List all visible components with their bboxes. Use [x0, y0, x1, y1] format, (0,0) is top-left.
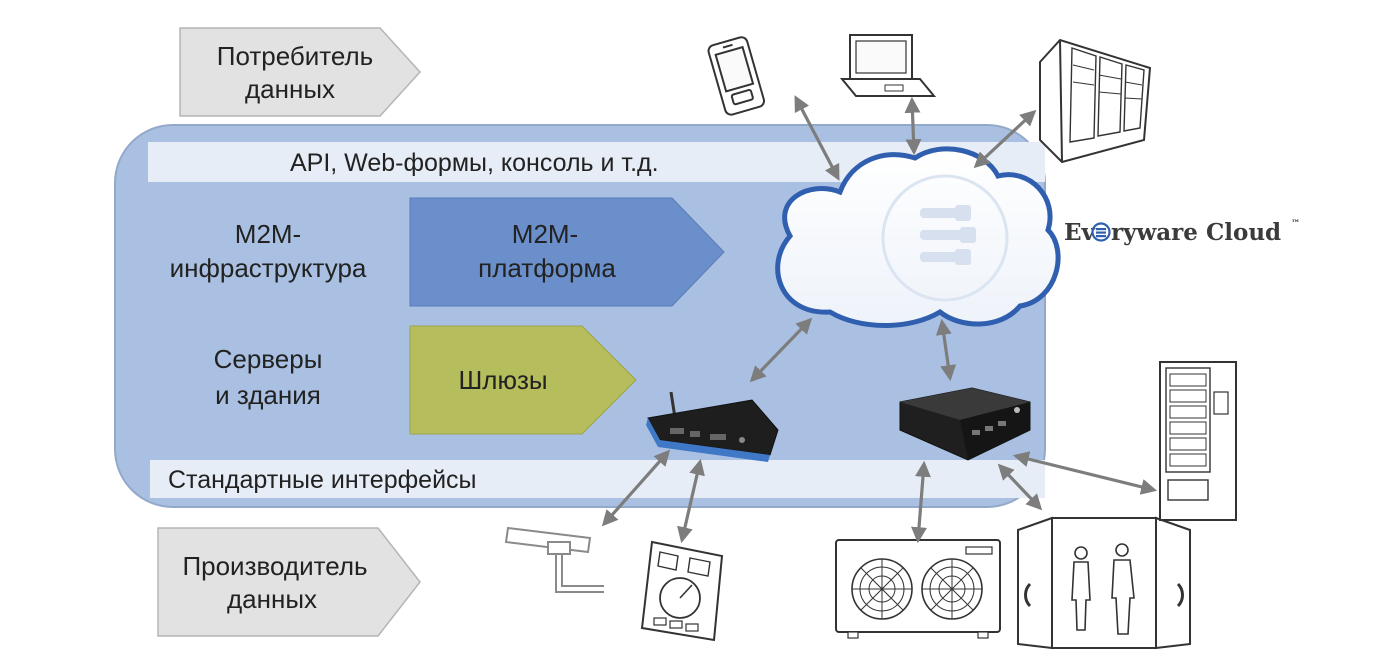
connector-phone-cloud	[794, 95, 840, 181]
industrial-computer-icon	[899, 387, 1031, 461]
cloud-logo-icon	[920, 205, 976, 265]
infra-label-line1: M2M-	[235, 219, 301, 249]
connector-gateway-cloud	[749, 317, 813, 383]
vending-machine-icon	[1159, 361, 1237, 521]
producer-label-line2: данных	[227, 584, 317, 614]
gateways-label: Шлюзы	[458, 365, 547, 395]
infra-label-line2: инфраструктура	[170, 253, 367, 283]
connectors	[601, 95, 1158, 544]
platform-label-line1: M2M-	[512, 219, 578, 249]
consumer-label-line1: Потребитель	[217, 41, 373, 71]
m2m-platform-arrow: M2M- платформа	[409, 197, 725, 307]
cloud-icon	[775, 146, 1061, 328]
ac-unit-icon	[835, 539, 1001, 639]
server-building-icon	[1039, 38, 1152, 164]
people-icon	[1071, 543, 1135, 635]
standard-interfaces-label: Стандартные интерфейсы	[168, 466, 477, 494]
connector-computer-cloud	[935, 318, 957, 382]
platform-label-line2: платформа	[478, 253, 616, 283]
gauge-panel-icon	[640, 540, 724, 642]
gateway-device-icon	[646, 391, 779, 462]
data-producer-arrow: Производитель данных	[157, 527, 421, 637]
laptop-icon	[839, 34, 937, 97]
servers-label-line1: Серверы	[214, 344, 323, 374]
brand-suffix: ryware Cloud	[1111, 219, 1281, 246]
connector-laptop-cloud	[904, 96, 922, 156]
brand-trademark: ™	[1291, 219, 1300, 229]
connector-building-cloud	[973, 109, 1037, 169]
gateways-arrow: Шлюзы	[409, 325, 637, 435]
building-door-icon	[1017, 516, 1191, 650]
sensor-camera-icon	[504, 526, 604, 593]
connector-gateway-sensor	[601, 449, 671, 527]
everyware-cloud-logo: Ev ryware Cloud ™	[1064, 219, 1300, 246]
standard-interfaces-bar	[150, 460, 1045, 498]
mobile-phone-icon	[707, 36, 766, 116]
consumer-label-line2: данных	[245, 74, 335, 104]
api-bar-label: API, Web-формы, консоль и т.д.	[290, 149, 659, 177]
producer-label-line1: Производитель	[182, 551, 367, 581]
data-consumer-arrow: Потребитель данных	[179, 27, 422, 117]
connector-computer-ac	[911, 460, 931, 544]
brand-prefix: Ev	[1064, 219, 1096, 246]
servers-label-line2: и здания	[215, 380, 321, 410]
connector-gateway-gauges	[677, 458, 705, 544]
connector-computer-vending	[1012, 451, 1158, 495]
